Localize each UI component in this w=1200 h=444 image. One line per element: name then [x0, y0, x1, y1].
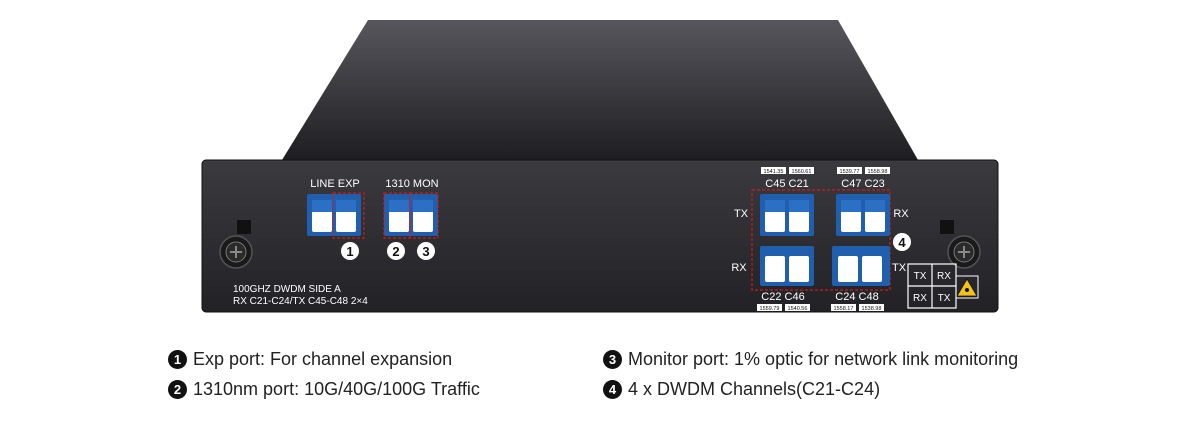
svg-text:2: 2: [392, 244, 399, 259]
legend-text-3: Monitor port: 1% optic for network link …: [628, 349, 1019, 369]
legend-item-3: 3 Monitor port: 1% optic for network lin…: [603, 349, 1018, 370]
right-tx-label: TX: [892, 262, 907, 274]
svg-text:3: 3: [422, 244, 429, 259]
port-c24-c48[interactable]: [832, 246, 890, 286]
callout-4: 4: [893, 233, 911, 251]
svg-text:1539.77: 1539.77: [840, 169, 860, 175]
laser-warning-icon: [955, 275, 979, 299]
legend-text-1: Exp port: For channel expansion: [193, 349, 453, 369]
right-rx-label: RX: [893, 208, 909, 220]
svg-text:1538.98: 1538.98: [862, 306, 882, 312]
line-exp-label: LINE EXP: [310, 178, 360, 190]
port-c47-c23[interactable]: [836, 194, 890, 236]
module-name-line1: 100GHZ DWDM SIDE A: [233, 284, 341, 295]
legend-number-3: 3: [603, 350, 622, 369]
svg-text:4: 4: [898, 235, 906, 250]
mon-1310-port[interactable]: [384, 194, 438, 236]
svg-text:1541.35: 1541.35: [764, 169, 784, 175]
monitor-callout-box: [409, 192, 439, 239]
top-right-wavelength-tags: 1539.77 1558.98: [837, 167, 890, 175]
top-left-wavelength-tags: 1541.35 1560.61: [761, 167, 814, 175]
svg-text:1: 1: [346, 244, 353, 259]
legend-item-1: 1 Exp port: For channel expansion: [168, 349, 452, 370]
bottom-right-channel-label: C24 C48: [835, 291, 878, 303]
top-left-channel-label: C45 C21: [765, 178, 808, 190]
exp-callout-box: [332, 192, 365, 239]
left-thumb-screw: [219, 220, 253, 269]
svg-text:1560.61: 1560.61: [792, 169, 812, 175]
bottom-left-wavelength-tags: 1559.79 1540.56: [757, 304, 810, 312]
svg-text:TX: TX: [938, 293, 951, 304]
chassis-top: [282, 20, 918, 160]
callout-3: 3: [417, 242, 435, 260]
right-thumb-screw: [940, 220, 981, 269]
legend-number-4: 4: [603, 380, 622, 399]
port-c22-c46[interactable]: [760, 246, 814, 286]
legend-number-1: 1: [168, 350, 187, 369]
left-rx-label: RX: [731, 262, 747, 274]
svg-text:1559.79: 1559.79: [760, 306, 780, 312]
dwdm-callout-box: [751, 189, 891, 291]
svg-text:TX: TX: [914, 271, 927, 282]
svg-text:RX: RX: [937, 271, 951, 282]
svg-text:1558.17: 1558.17: [834, 306, 854, 312]
mon1310-callout-box: [383, 192, 411, 239]
legend-item-4: 4 4 x DWDM Channels(C21-C24): [603, 379, 880, 400]
callout-2: 2: [387, 242, 405, 260]
tx-rx-grid: TX RX RX TX: [907, 263, 957, 309]
line-exp-port[interactable]: [307, 194, 361, 236]
legend-number-2: 2: [168, 380, 187, 399]
top-right-channel-label: C47 C23: [841, 178, 884, 190]
legend-item-2: 2 1310nm port: 10G/40G/100G Traffic: [168, 379, 480, 400]
legend-text-4: 4 x DWDM Channels(C21-C24): [628, 379, 881, 399]
svg-text:1558.98: 1558.98: [868, 169, 888, 175]
svg-text:1540.56: 1540.56: [788, 306, 808, 312]
module-name-line2: RX C21-C24/TX C45-C48 2×4: [233, 296, 368, 307]
callout-1: 1: [341, 242, 359, 260]
left-tx-label: TX: [734, 208, 749, 220]
bottom-right-wavelength-tags: 1558.17 1538.98: [831, 304, 884, 312]
port-c45-c21[interactable]: [760, 194, 814, 236]
bottom-left-channel-label: C22 C46: [761, 291, 804, 303]
legend-text-2: 1310nm port: 10G/40G/100G Traffic: [193, 379, 480, 399]
svg-text:RX: RX: [913, 293, 927, 304]
mon-1310-label: 1310 MON: [385, 178, 438, 190]
